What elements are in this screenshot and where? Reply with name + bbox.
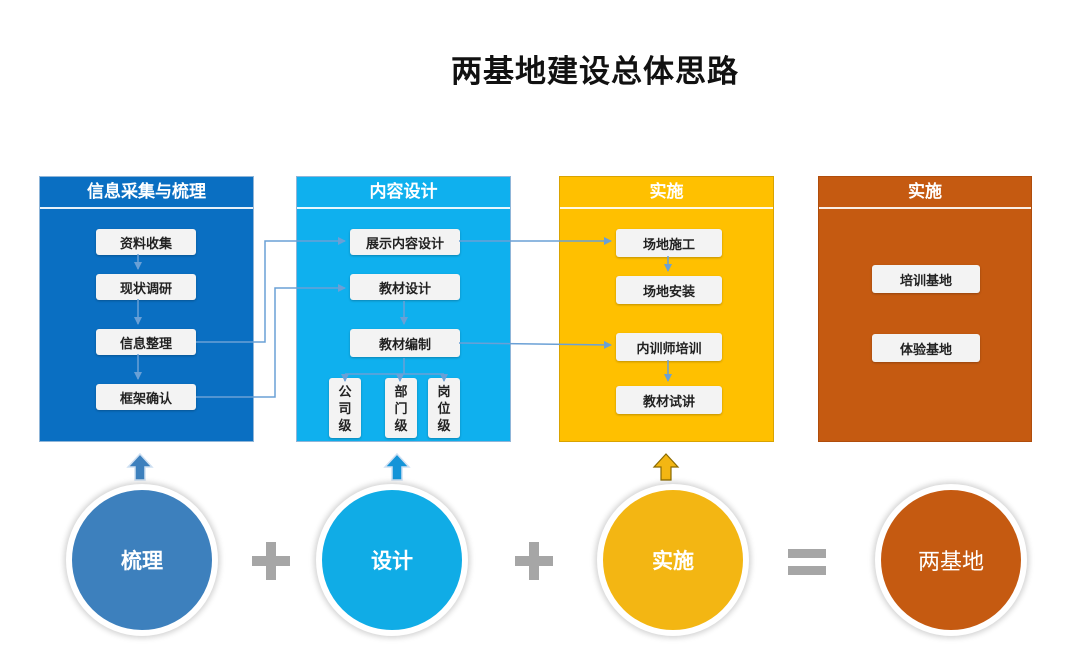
plus-icon xyxy=(252,542,290,580)
page-title: 两基地建设总体思路 xyxy=(451,54,739,90)
up-arrow-icon xyxy=(126,452,154,481)
step-box: 教材试讲 xyxy=(616,386,722,414)
step-box: 场地施工 xyxy=(616,229,722,257)
sub-level-box: 公司级 xyxy=(329,378,361,438)
term-circle-two-bases: 两基地 xyxy=(875,484,1027,636)
sub-level-box: 岗位级 xyxy=(428,378,460,438)
step-box: 内训师培训 xyxy=(616,333,722,361)
plus-icon xyxy=(515,542,553,580)
panel-header: 内容设计 xyxy=(297,177,510,209)
panel-header: 信息采集与梳理 xyxy=(40,177,253,209)
term-circle-implementation: 实施 xyxy=(597,484,749,636)
base-box: 体验基地 xyxy=(872,334,980,362)
term-circle-sorting: 梳理 xyxy=(66,484,218,636)
step-box: 场地安装 xyxy=(616,276,722,304)
panel-implementation: 实施 场地施工 场地安装 内训师培训 教材试讲 xyxy=(559,176,774,442)
step-box: 教材设计 xyxy=(350,274,460,300)
term-circle-design: 设计 xyxy=(316,484,468,636)
up-arrow-icon xyxy=(652,453,680,481)
base-box: 培训基地 xyxy=(872,265,980,293)
panel-header: 实施 xyxy=(560,177,773,209)
equals-icon xyxy=(788,549,826,575)
panel-header: 实施 xyxy=(819,177,1031,209)
step-box: 现状调研 xyxy=(96,274,196,300)
panel-content-design: 内容设计 展示内容设计 教材设计 教材编制 公司级 部门级 岗位级 xyxy=(296,176,511,442)
step-box: 框架确认 xyxy=(96,384,196,410)
up-arrow-icon xyxy=(383,452,411,481)
panel-bases: 实施 培训基地 体验基地 xyxy=(818,176,1032,442)
sub-level-box: 部门级 xyxy=(385,378,417,438)
step-box: 教材编制 xyxy=(350,329,460,357)
step-box: 展示内容设计 xyxy=(350,229,460,255)
panel-info-collection: 信息采集与梳理 资料收集 现状调研 信息整理 框架确认 xyxy=(39,176,254,442)
step-box: 资料收集 xyxy=(96,229,196,255)
step-box: 信息整理 xyxy=(96,329,196,355)
